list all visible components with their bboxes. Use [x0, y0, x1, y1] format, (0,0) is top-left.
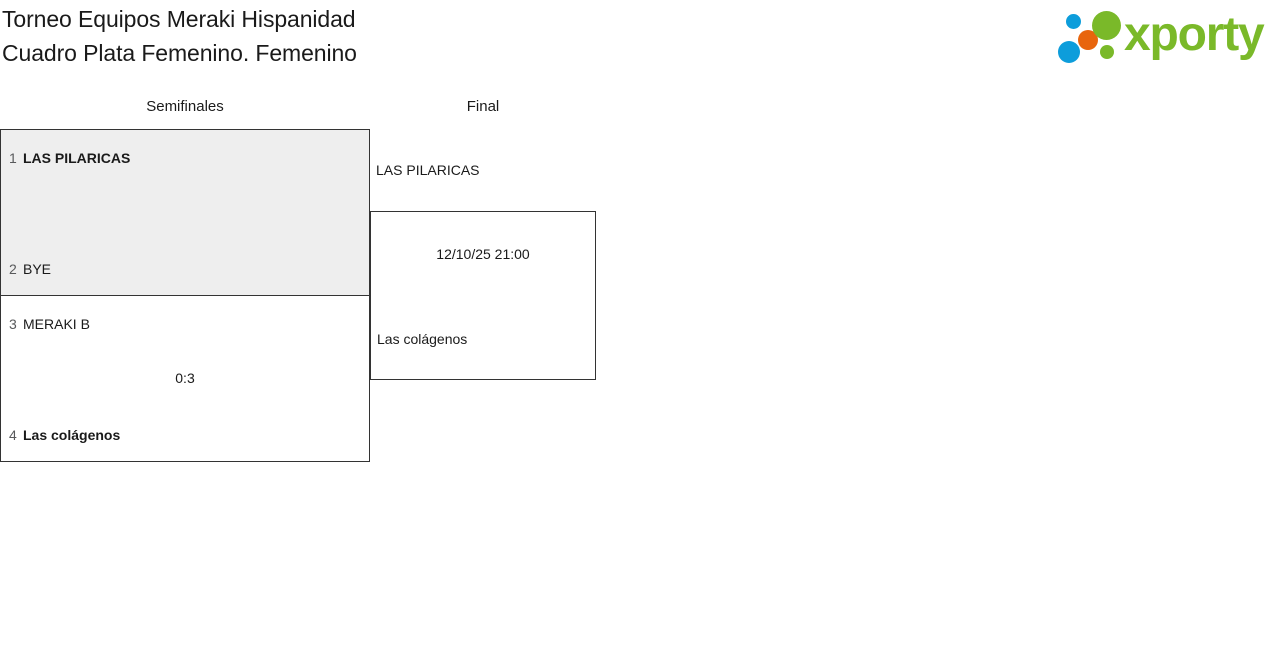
xporty-logo[interactable]: xporty: [1046, 6, 1274, 66]
match-team-row-bottom[interactable]: 2 BYE: [1, 258, 369, 280]
match-card-semifinal-1[interactable]: 1 LAS PILARICAS 2 BYE: [0, 129, 370, 296]
match-card-final[interactable]: 12/10/25 21:00 Las colágenos: [370, 211, 596, 380]
final-team-top: LAS PILARICAS: [376, 162, 480, 178]
team-name: LAS PILARICAS: [23, 150, 131, 166]
final-team-bottom: Las colágenos: [377, 331, 468, 347]
logo-dots-icon: [1054, 10, 1126, 64]
team-seed: 2: [9, 261, 17, 277]
match-team-row-bottom[interactable]: 4 Las colágenos: [1, 424, 369, 446]
page-header: Torneo Equipos Meraki Hispanidad Cuadro …: [0, 0, 1280, 78]
logo-dot-green-small-icon: [1100, 45, 1114, 59]
team-seed: 3: [9, 316, 17, 332]
team-name: MERAKI B: [23, 316, 90, 332]
team-name: BYE: [23, 261, 52, 277]
match-score: 0:3: [175, 370, 195, 386]
team-seed: 4: [9, 427, 17, 443]
logo-wordmark: xporty: [1124, 8, 1265, 61]
logo-dot-blue-large-icon: [1058, 41, 1080, 63]
round-header-semifinales: Semifinales: [146, 98, 224, 115]
match-team-row-top[interactable]: 3 MERAKI B: [1, 313, 369, 335]
logo-dot-orange-icon: [1078, 30, 1098, 50]
tournament-subtitle: Cuadro Plata Femenino. Femenino: [2, 40, 357, 66]
team-name: Las colágenos: [23, 427, 121, 443]
match-team-row-top[interactable]: 1 LAS PILARICAS: [1, 147, 369, 169]
team-seed: 1: [9, 150, 17, 166]
round-header-final: Final: [466, 98, 500, 115]
page-title: Torneo Equipos Meraki Hispanidad Cuadro …: [2, 2, 357, 70]
tournament-name: Torneo Equipos Meraki Hispanidad: [2, 6, 356, 32]
logo-dot-blue-small-icon: [1066, 14, 1081, 29]
logo-dot-green-large-icon: [1092, 11, 1121, 40]
match-datetime: 12/10/25 21:00: [436, 246, 530, 262]
match-card-semifinal-2[interactable]: 3 MERAKI B 4 Las colágenos 0:3: [0, 295, 370, 462]
